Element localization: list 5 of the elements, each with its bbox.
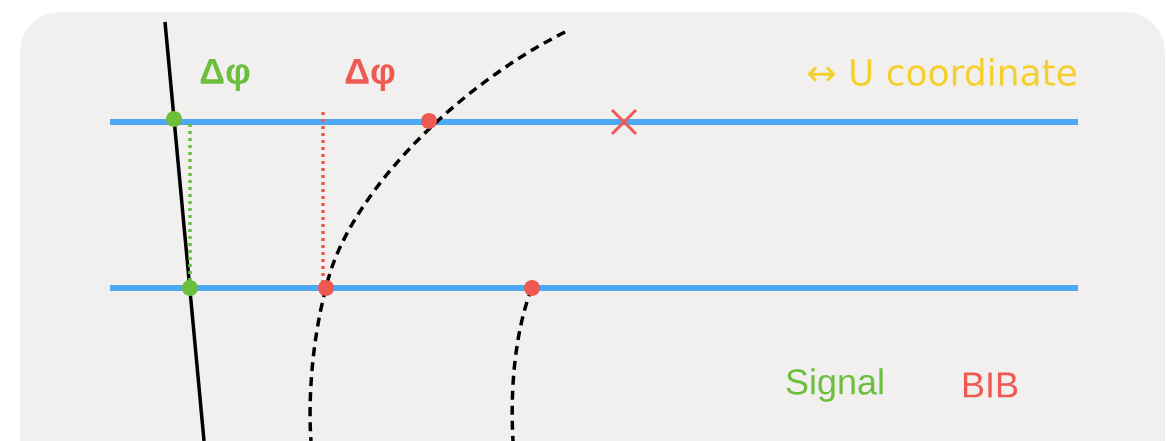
legend-text: Signal [786,368,883,402]
delta-phi-label: Δφ [200,58,250,92]
legend-text: BIB [963,372,1018,398]
axis-label: ↔ U coordinate [808,58,1076,86]
delta-phi-label: Δφ [345,58,395,92]
